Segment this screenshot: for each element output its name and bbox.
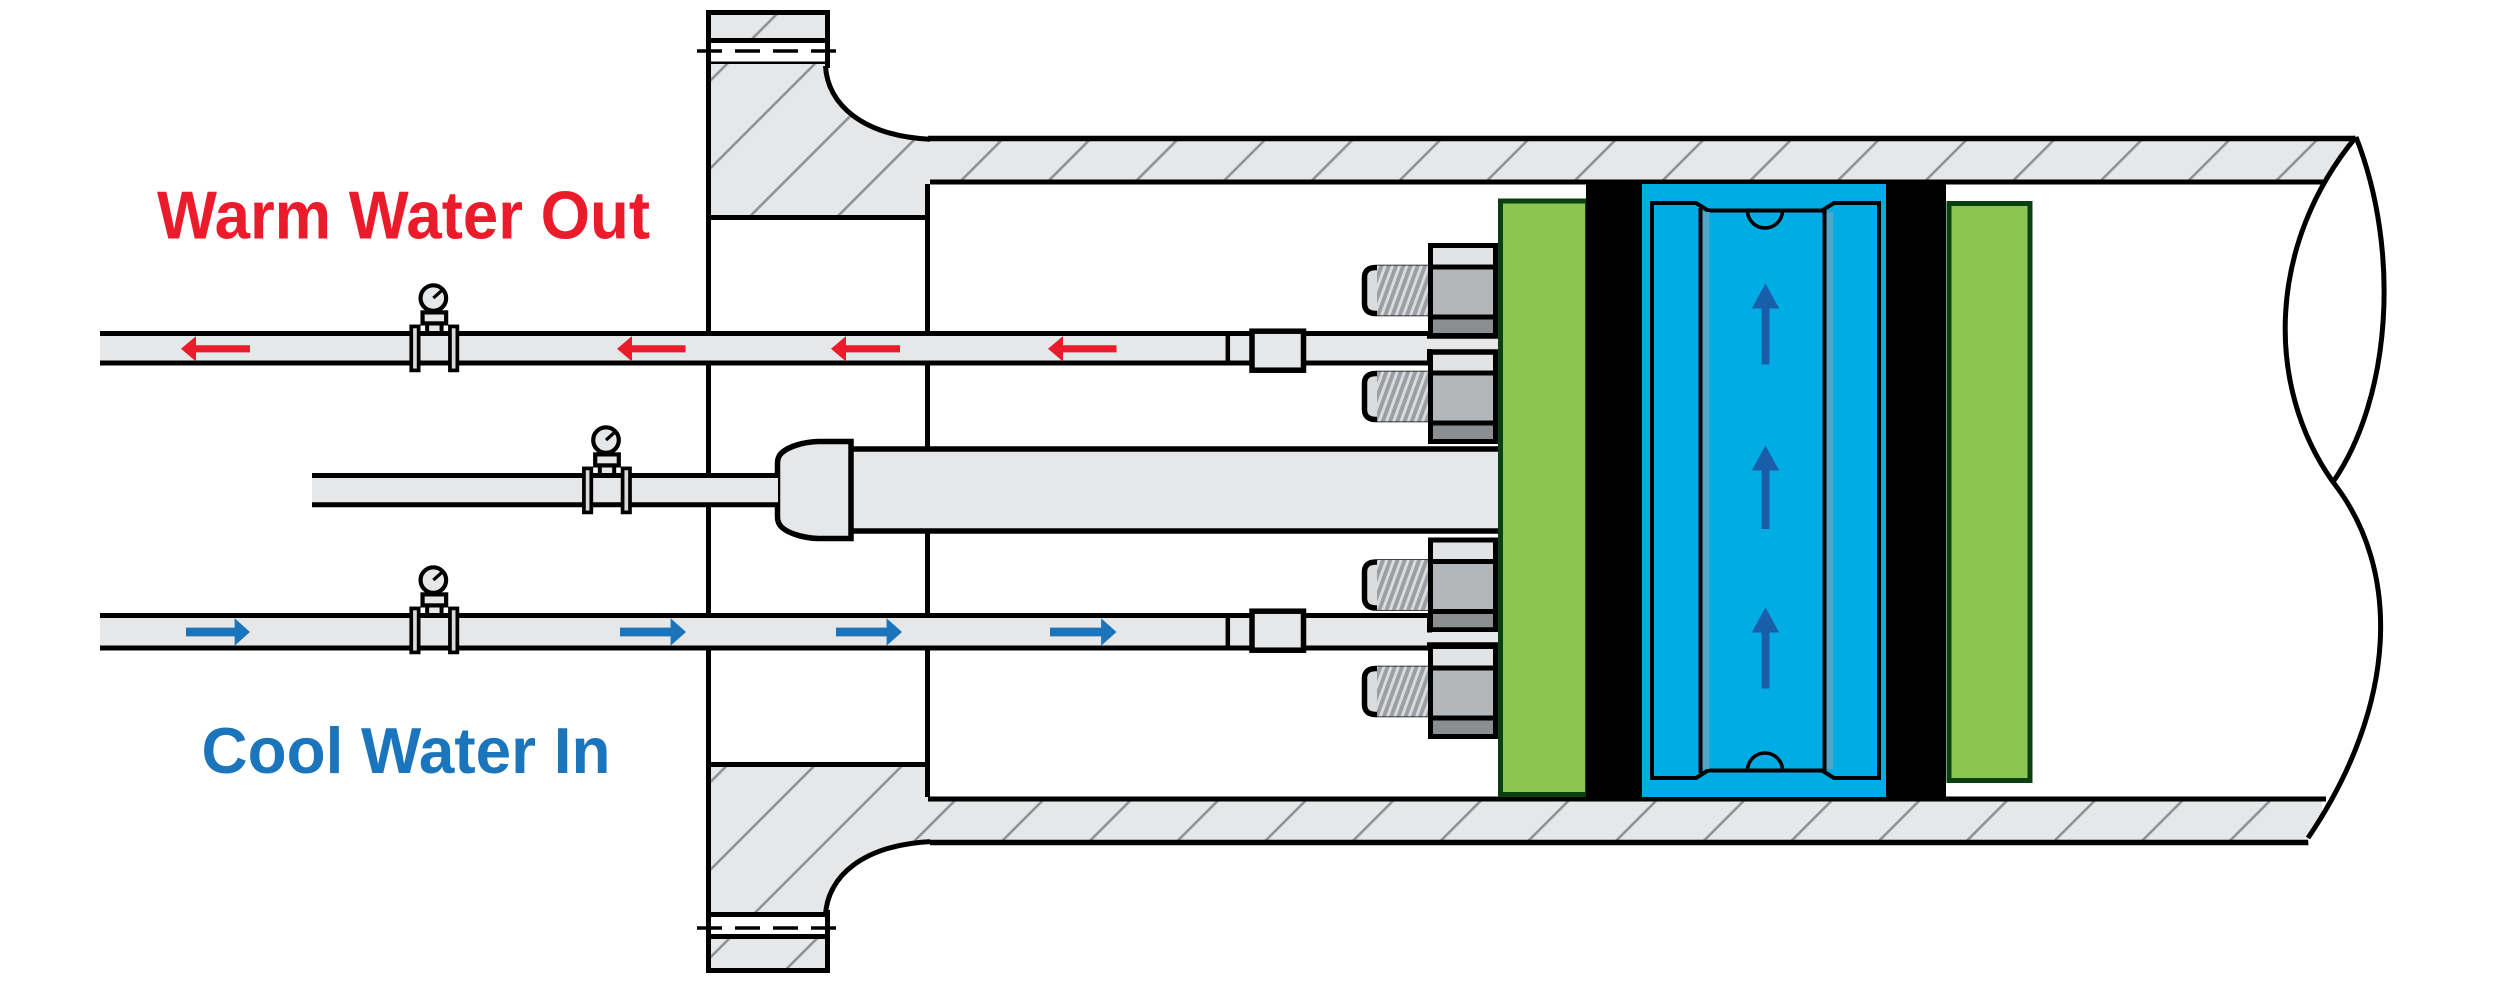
svg-text:Warm Water Out: Warm Water Out	[157, 178, 650, 254]
svg-text:Cool Water In: Cool Water In	[202, 714, 611, 787]
